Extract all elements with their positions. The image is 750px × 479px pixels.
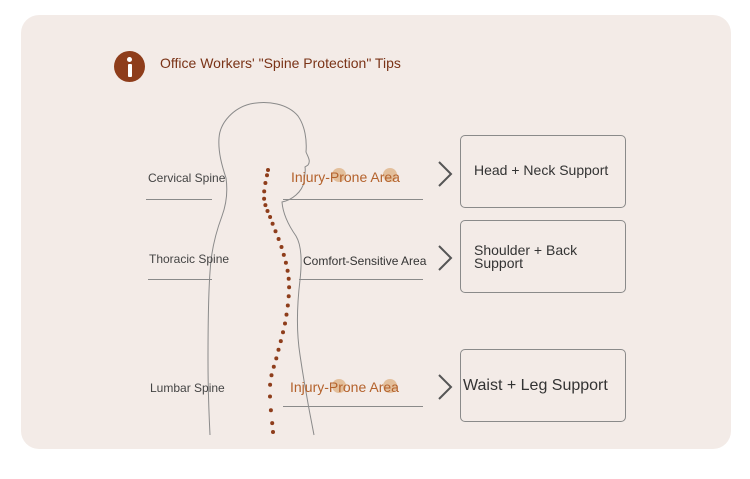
support-text-line-2: Support [474, 255, 524, 271]
support-text-line-1: Shoulder + Back [474, 242, 578, 258]
support-box-shoulder-back: Shoulder + Back Support [460, 220, 626, 293]
info-icon [114, 51, 145, 82]
divider-thoracic-left [148, 279, 212, 280]
spine-label-thoracic: Thoracic Spine [149, 252, 230, 266]
spine-label-lumbar: Lumbar Spine [150, 381, 225, 395]
support-text: Waist + Leg Support [463, 377, 608, 394]
injury-glow [332, 168, 346, 182]
chevron-right-icon [438, 161, 453, 187]
divider-lumbar-right [283, 406, 423, 407]
divider-cervical-left [146, 199, 212, 200]
page-title: Office Workers' "Spine Protection" Tips [160, 55, 401, 71]
chevron-right-icon [438, 374, 453, 400]
tips-card [21, 15, 731, 449]
area-label-lumbar: Injury-Prone Area [290, 379, 399, 395]
spine-label-cervical: Cervical Spine [148, 171, 226, 185]
divider-thoracic-right [299, 279, 423, 280]
area-label-cervical: Injury-Prone Area [291, 169, 400, 185]
divider-cervical-right [283, 199, 423, 200]
chevron-right-icon [438, 245, 453, 271]
support-box-waist-leg: Waist + Leg Support [460, 349, 626, 422]
injury-glow [332, 379, 346, 393]
support-text: Head + Neck Support [474, 162, 609, 178]
injury-glow [383, 379, 397, 393]
support-box-head-neck: Head + Neck Support [460, 135, 626, 208]
info-icon-dot [127, 57, 132, 62]
injury-glow [383, 168, 397, 182]
info-icon-bar [127, 64, 132, 77]
area-label-thoracic: Comfort-Sensitive Area [303, 254, 427, 268]
